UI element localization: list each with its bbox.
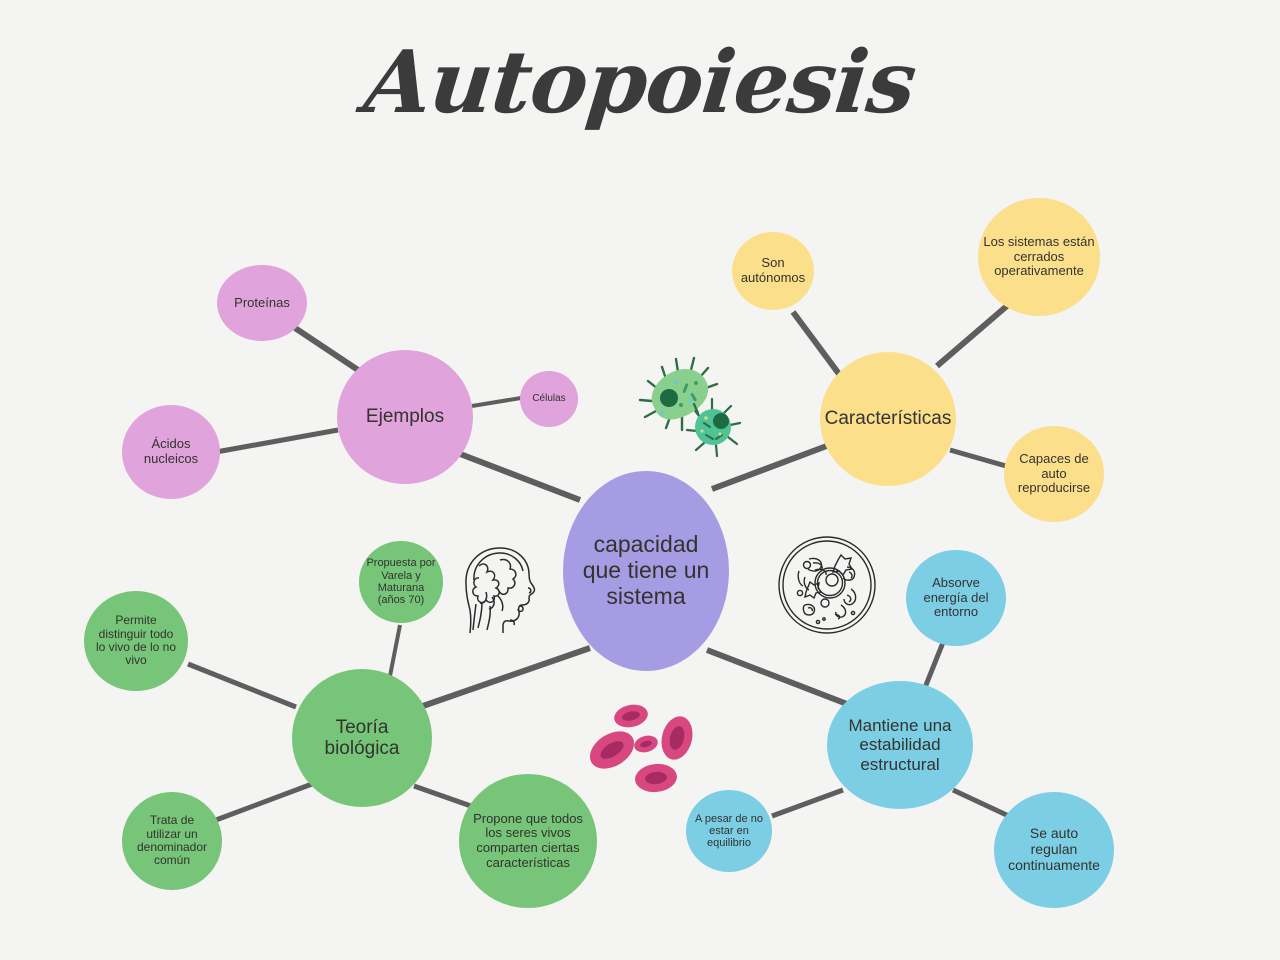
child-label-propone-seres-vivos: Propone que todos los seres vivos compar…: [473, 810, 583, 870]
link-center-to-characteristics: [710, 441, 834, 492]
link-teoria-to-propuesta: [388, 624, 402, 677]
branch-label-stability: Mantiene una estabilidad estructural: [848, 716, 952, 774]
child-node-se-auto-regulan[interactable]: Se auto regulan continuamente: [994, 792, 1114, 908]
link-caracteristicas-to-cerrados: [935, 302, 1010, 369]
link-teoria-to-trata: [215, 781, 313, 823]
child-node-a-pesar-equilibrio[interactable]: A pesar de no estar en equilibrio: [686, 790, 772, 872]
child-node-capaces-auto-reproducirse[interactable]: Capaces de auto reproducirse: [1004, 426, 1104, 522]
center-node-label: capacidad que tiene un sistema: [582, 531, 710, 609]
child-label-permite-distinguir: Permite distinguir todo lo vivo de lo no…: [95, 613, 177, 668]
link-caracteristicas-to-reproducir: [949, 447, 1014, 471]
child-node-permite-distinguir[interactable]: Permite distinguir todo lo vivo de lo no…: [84, 591, 188, 691]
link-examples-to-acidos: [215, 427, 339, 455]
branch-label-theory: Teoría biológica: [324, 716, 400, 759]
child-node-sistemas-cerrados[interactable]: Los sistemas están cerrados operativamen…: [978, 198, 1100, 316]
child-label-a-pesar-equilibrio: A pesar de no estar en equilibrio: [695, 812, 763, 850]
child-label-se-auto-regulan: Se auto regulan continuamente: [1008, 825, 1100, 873]
branch-node-examples[interactable]: Ejemplos: [337, 350, 473, 484]
child-node-propone-seres-vivos[interactable]: Propone que todos los seres vivos compar…: [459, 774, 597, 908]
branch-node-theory[interactable]: Teoría biológica: [292, 669, 432, 807]
link-examples-to-celulas: [471, 396, 522, 408]
child-label-acidos-nucleicos: Ácidos nucleicos: [143, 436, 199, 466]
link-center-to-stability: [705, 647, 849, 707]
link-caracteristicas-to-autonomos: [790, 310, 845, 380]
link-estabilidad-to-apesar: [771, 787, 844, 819]
branch-label-characteristics: Características: [824, 408, 952, 430]
link-center-to-theory: [419, 645, 591, 710]
child-node-son-autonomos[interactable]: Son autónomos: [732, 232, 814, 310]
child-node-denominador-comun[interactable]: Trata de utilizar un denominador común: [122, 792, 222, 890]
link-examples-to-proteinas: [293, 325, 366, 377]
child-node-acidos-nucleicos[interactable]: Ácidos nucleicos: [122, 405, 220, 499]
child-label-absorve-energia: Absorve energía del entorno: [923, 575, 989, 620]
child-label-denominador-comun: Trata de utilizar un denominador común: [136, 813, 208, 868]
link-teoria-to-permite: [187, 661, 297, 710]
branch-node-stability[interactable]: Mantiene una estabilidad estructural: [827, 681, 973, 809]
child-node-proteinas[interactable]: Proteínas: [217, 265, 307, 341]
child-label-sistemas-cerrados: Los sistemas están cerrados operativamen…: [983, 234, 1095, 279]
center-node[interactable]: capacidad que tiene un sistema: [563, 471, 729, 671]
link-estabilidad-to-seauto: [951, 787, 1015, 821]
child-label-proteinas: Proteínas: [234, 294, 290, 310]
child-label-capaces-auto-reproducirse: Capaces de auto reproducirse: [1017, 451, 1091, 496]
link-center-to-examples: [453, 449, 582, 503]
child-node-propuesta-varela-maturana[interactable]: Propuesta por Varela y Maturana (años 70…: [359, 541, 443, 623]
child-node-absorve-energia[interactable]: Absorve energía del entorno: [906, 550, 1006, 646]
branch-label-examples: Ejemplos: [365, 406, 445, 428]
child-label-propuesta-varela-maturana: Propuesta por Varela y Maturana (años 70…: [366, 557, 436, 607]
branch-node-characteristics[interactable]: Características: [820, 352, 956, 486]
child-label-celulas: Células: [532, 393, 566, 405]
child-label-son-autonomos: Son autónomos: [740, 255, 806, 285]
child-node-celulas[interactable]: Células: [520, 371, 578, 427]
